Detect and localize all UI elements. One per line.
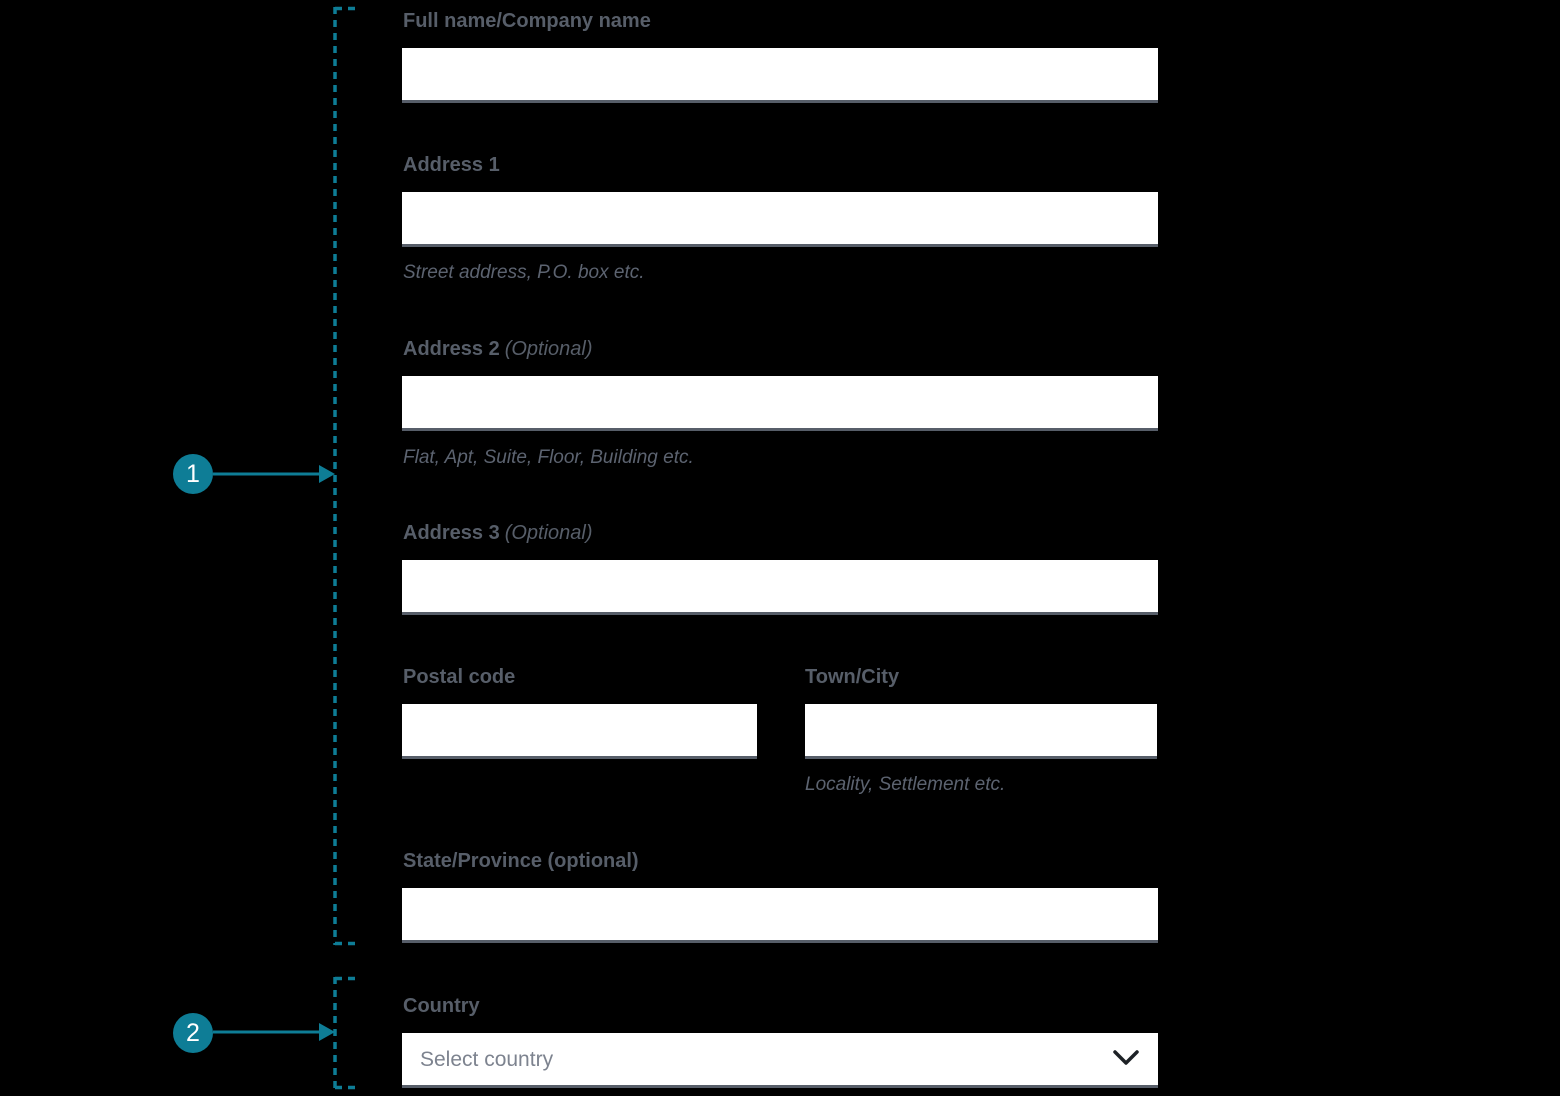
arrow-head-icon <box>319 1023 335 1041</box>
annotation-arrow-1 <box>213 465 335 483</box>
town-city-helper-text: Locality, Settlement etc. <box>805 774 1006 795</box>
annotation-arrow-2 <box>213 1023 335 1041</box>
address3-input[interactable] <box>402 560 1158 615</box>
address1-label-text: Address 1 <box>403 154 500 176</box>
annotation-badge-1: 1 <box>173 454 213 494</box>
full-name-label-text: Full name/Company name <box>403 10 651 32</box>
address2-optional-suffix: (Optional) <box>504 338 593 360</box>
address2-label-text: Address 2 <box>403 338 500 360</box>
badge-number: 2 <box>186 1018 200 1047</box>
state-province-input[interactable] <box>402 888 1158 943</box>
address1-helper-text: Street address, P.O. box etc. <box>403 262 645 283</box>
postal-code-label: Postal code <box>403 666 515 688</box>
town-city-input[interactable] <box>805 704 1157 759</box>
country-select[interactable]: Select country <box>402 1033 1158 1088</box>
badge-number: 1 <box>186 459 200 488</box>
address2-helper-text: Flat, Apt, Suite, Floor, Building etc. <box>403 447 694 468</box>
address2-label: Address 2(Optional) <box>403 338 593 360</box>
annotation-badge-2: 2 <box>173 1013 213 1053</box>
postal-code-input[interactable] <box>402 704 757 759</box>
annotation-bracket-section-1 <box>333 6 357 946</box>
annotation-bracket-section-2 <box>333 976 357 1090</box>
address1-input[interactable] <box>402 192 1158 247</box>
state-province-label-text: State/Province (optional) <box>403 850 639 872</box>
address3-label: Address 3(Optional) <box>403 522 593 544</box>
postal-code-label-text: Postal code <box>403 666 516 688</box>
state-province-label: State/Province (optional) <box>403 850 639 872</box>
full-name-label: Full name/Company name <box>403 10 651 32</box>
address1-label: Address 1 <box>403 154 500 176</box>
arrow-head-icon <box>319 465 335 483</box>
country-label: Country <box>403 995 480 1017</box>
address3-label-text: Address 3 <box>403 522 500 544</box>
town-city-label: Town/City <box>805 666 899 688</box>
country-label-text: Country <box>403 995 480 1017</box>
address2-input[interactable] <box>402 376 1158 431</box>
full-name-input[interactable] <box>402 48 1158 103</box>
address3-optional-suffix: (Optional) <box>504 522 593 544</box>
town-city-label-text: Town/City <box>805 666 900 688</box>
